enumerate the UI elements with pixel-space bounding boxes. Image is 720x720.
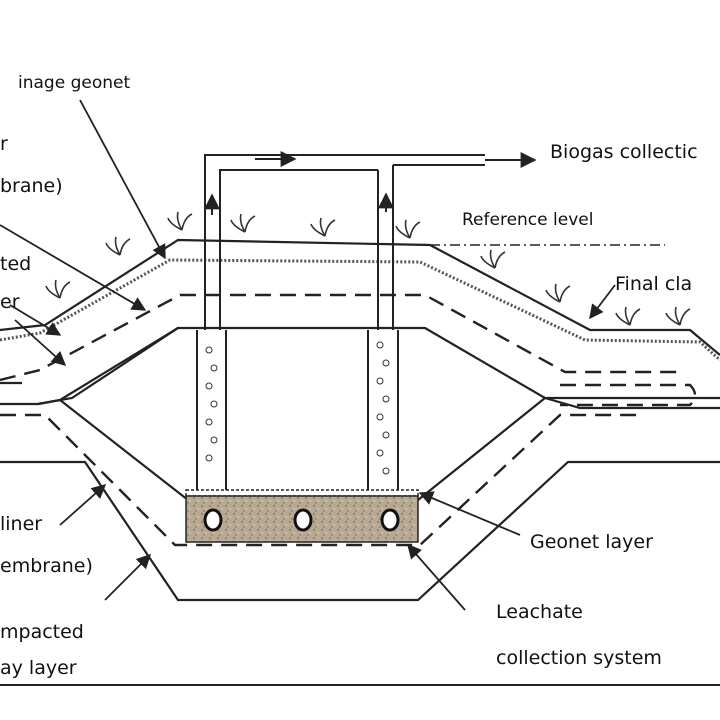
gas-well-right bbox=[367, 165, 399, 490]
label-r-fragment: r bbox=[0, 133, 8, 155]
cover-right-loop bbox=[560, 383, 697, 407]
bottom-liner-dashed bbox=[0, 413, 640, 547]
label-biogas-collection: Biogas collectic bbox=[550, 141, 698, 163]
drainage-geonet-line bbox=[0, 258, 720, 362]
cover-clay-dashed bbox=[0, 293, 680, 382]
liner-leader bbox=[59, 484, 107, 526]
label-liner: liner bbox=[0, 513, 42, 535]
membrane-leader bbox=[0, 224, 147, 311]
cover-right-lower bbox=[544, 396, 720, 410]
label-reference-level: Reference level bbox=[462, 210, 593, 230]
label-clay-layer-bottom: ay layer bbox=[0, 657, 77, 679]
clay-leader bbox=[14, 319, 67, 366]
leachate-pipe bbox=[203, 508, 223, 532]
excavation-outline bbox=[0, 460, 720, 602]
gas-header-pipe bbox=[204, 154, 485, 180]
leachate-pipe bbox=[380, 508, 400, 532]
grass-tuft-icon bbox=[45, 211, 691, 326]
label-drainage-geonet: inage geonet bbox=[18, 73, 130, 93]
final-cover-surface bbox=[0, 238, 720, 356]
geonet-leader bbox=[418, 491, 521, 536]
leachate-pipe bbox=[293, 508, 313, 532]
geonet-strip bbox=[185, 489, 419, 497]
label-compacted-top: ted bbox=[0, 253, 31, 275]
compacted-leader bbox=[9, 304, 62, 336]
membrane-bottom-leader bbox=[104, 553, 152, 601]
label-leachate-line1: Leachate bbox=[496, 601, 583, 623]
label-compacted-bottom: mpacted bbox=[0, 621, 84, 643]
perforation-icon bbox=[205, 346, 213, 354]
final-clay-leader bbox=[589, 284, 616, 320]
label-geonet-layer: Geonet layer bbox=[530, 531, 653, 553]
label-membrane-bottom: embrane) bbox=[0, 555, 93, 577]
label-clay-layer-top: er bbox=[0, 291, 20, 313]
inner-cell-outline bbox=[59, 327, 546, 501]
label-final-clay: Final cla bbox=[615, 273, 692, 295]
gas-well-left bbox=[196, 180, 227, 490]
cell-left-lower bbox=[0, 381, 61, 406]
drainage-geonet-leader bbox=[79, 99, 166, 260]
label-membrane-top: brane) bbox=[0, 175, 63, 197]
leachate-leader bbox=[407, 543, 466, 611]
label-leachate-line2: collection system bbox=[496, 647, 662, 669]
